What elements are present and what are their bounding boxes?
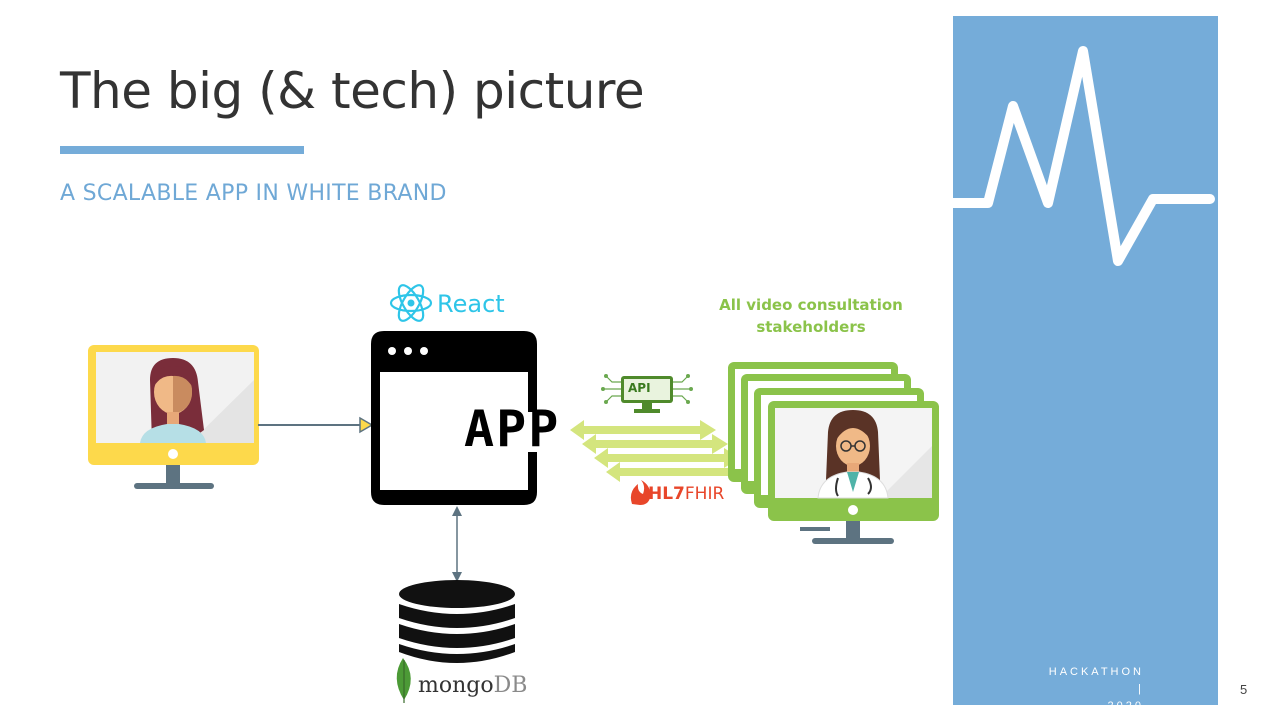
app-to-database-arrow	[452, 506, 462, 582]
fhir-label: FHIR	[684, 484, 725, 504]
side-panel	[953, 16, 1218, 705]
footer-line1: HACKATHON |	[1048, 666, 1144, 695]
hl7-flame-icon	[630, 480, 651, 505]
react-label: React	[437, 290, 505, 318]
api-chip-icon	[601, 374, 693, 413]
doctor-monitor-icon	[728, 362, 939, 544]
app-window-icon	[371, 331, 537, 505]
mongo-label: mongo	[418, 673, 494, 698]
mongodb-leaf-icon	[396, 658, 411, 703]
user-monitor-icon	[88, 345, 259, 489]
pulse-line-icon	[953, 46, 1215, 266]
page-number: 5	[1240, 682, 1248, 697]
footer-line2: 2020	[1107, 700, 1144, 712]
hl7-label: HL7	[648, 484, 685, 504]
stakeholders-caption: All video consultation stakeholders	[716, 294, 906, 338]
user-to-app-arrow	[258, 416, 374, 434]
slide-title: The big (& tech) picture	[60, 62, 645, 120]
stakeholders-line1: All video consultation	[719, 296, 903, 314]
title-underline	[60, 146, 304, 154]
react-logo-icon	[389, 284, 433, 322]
hl7-fhir-logo: HL7FHIR	[648, 484, 724, 504]
mongo-db-label: DB	[493, 673, 528, 698]
mongodb-logo: mongoDB	[418, 673, 527, 698]
app-label: APP	[464, 400, 561, 458]
slide-subtitle: A SCALABLE APP IN WHITE BRAND	[60, 181, 447, 206]
database-icon	[399, 580, 515, 663]
footer: HACKATHON | 2020	[1040, 664, 1144, 715]
api-arrows	[570, 420, 752, 482]
api-label: API	[628, 381, 651, 395]
stakeholders-line2: stakeholders	[756, 318, 866, 336]
